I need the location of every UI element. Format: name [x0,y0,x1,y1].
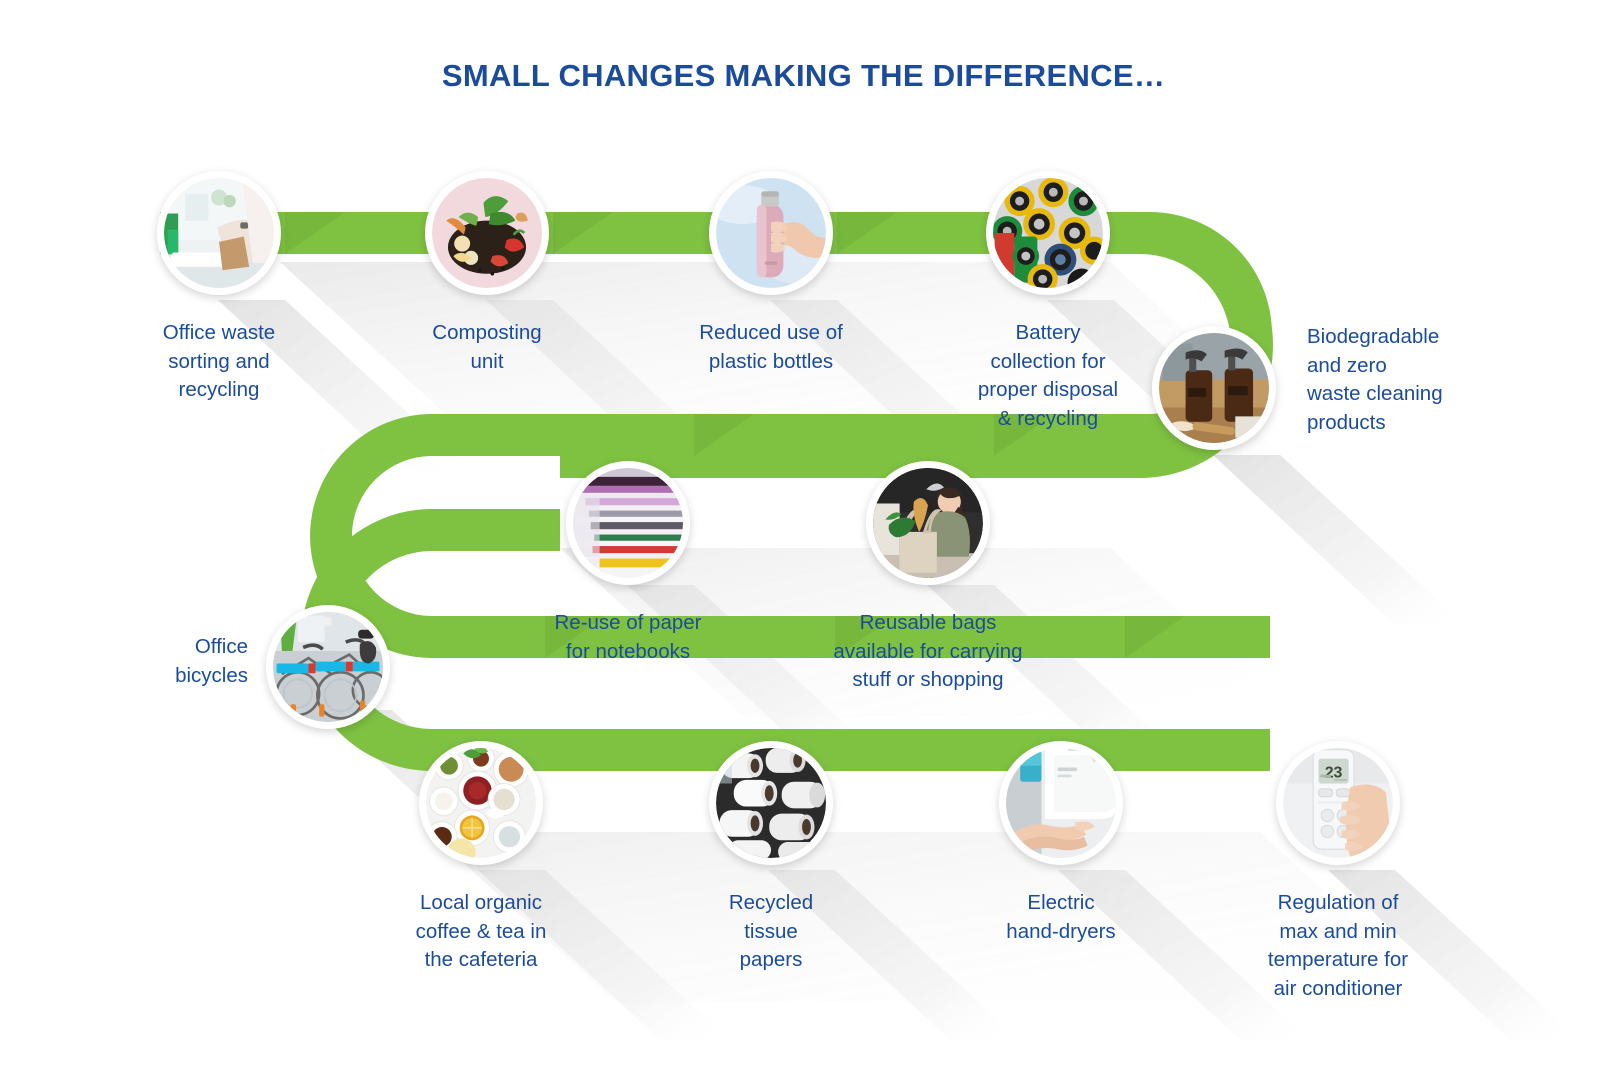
remote-display-value: 23 [1325,764,1343,781]
node-circle[interactable] [566,461,690,585]
node-circle[interactable] [709,741,833,865]
ribbon-shading [285,212,1185,658]
step-label: Re-use of paper for notebooks [554,611,702,663]
step-label: Recycled tissue papers [728,891,814,971]
node-circle[interactable] [425,171,549,295]
step-label: Biodegradable and zero waste cleaning pr… [1307,325,1443,434]
hand-dryer-photo [1006,748,1116,858]
step-label: Reduced use of plastic bottles [699,321,843,373]
parked-bicycles-photo [273,612,383,722]
step-label: Office bicycles [175,635,248,687]
node-circle[interactable] [999,741,1123,865]
office-waste-bin-photo [164,178,274,288]
node-circle[interactable]: 23 [1276,741,1400,865]
compost-food-scraps-photo [432,178,542,288]
ac-remote-control-photo: 23 [1283,748,1393,858]
node-circle[interactable] [986,171,1110,295]
node-circle[interactable] [1152,326,1276,450]
batteries-photo [993,178,1103,288]
reusable-bottle-in-hand-photo [716,178,826,288]
step-label: Composting unit [432,321,542,373]
step-label: Electric hand-dryers [1006,891,1116,943]
step-label: Battery collection for proper disposal &… [977,321,1119,430]
tissue-paper-rolls-photo [716,748,826,858]
spray-bottles-cleaning-photo [1159,333,1269,443]
node-circle[interactable] [866,461,990,585]
step-label: Local organic coffee & tea in the cafete… [415,891,547,971]
page-title: SMALL CHANGES MAKING THE DIFFERENCE… [441,58,1166,93]
node-circle[interactable] [419,741,543,865]
step-label: Office waste sorting and recycling [162,321,276,401]
node-circle[interactable] [157,171,281,295]
step-label: Reusable bags available for carrying stu… [833,611,1023,691]
node-circle[interactable] [266,605,390,729]
node-circle[interactable] [709,171,833,295]
tea-and-coffee-cups-photo [426,748,536,858]
step-label: Regulation of max and min temperature fo… [1267,891,1409,1000]
stacked-papers-photo [573,468,683,578]
woman-with-tote-bag-photo [873,468,983,578]
